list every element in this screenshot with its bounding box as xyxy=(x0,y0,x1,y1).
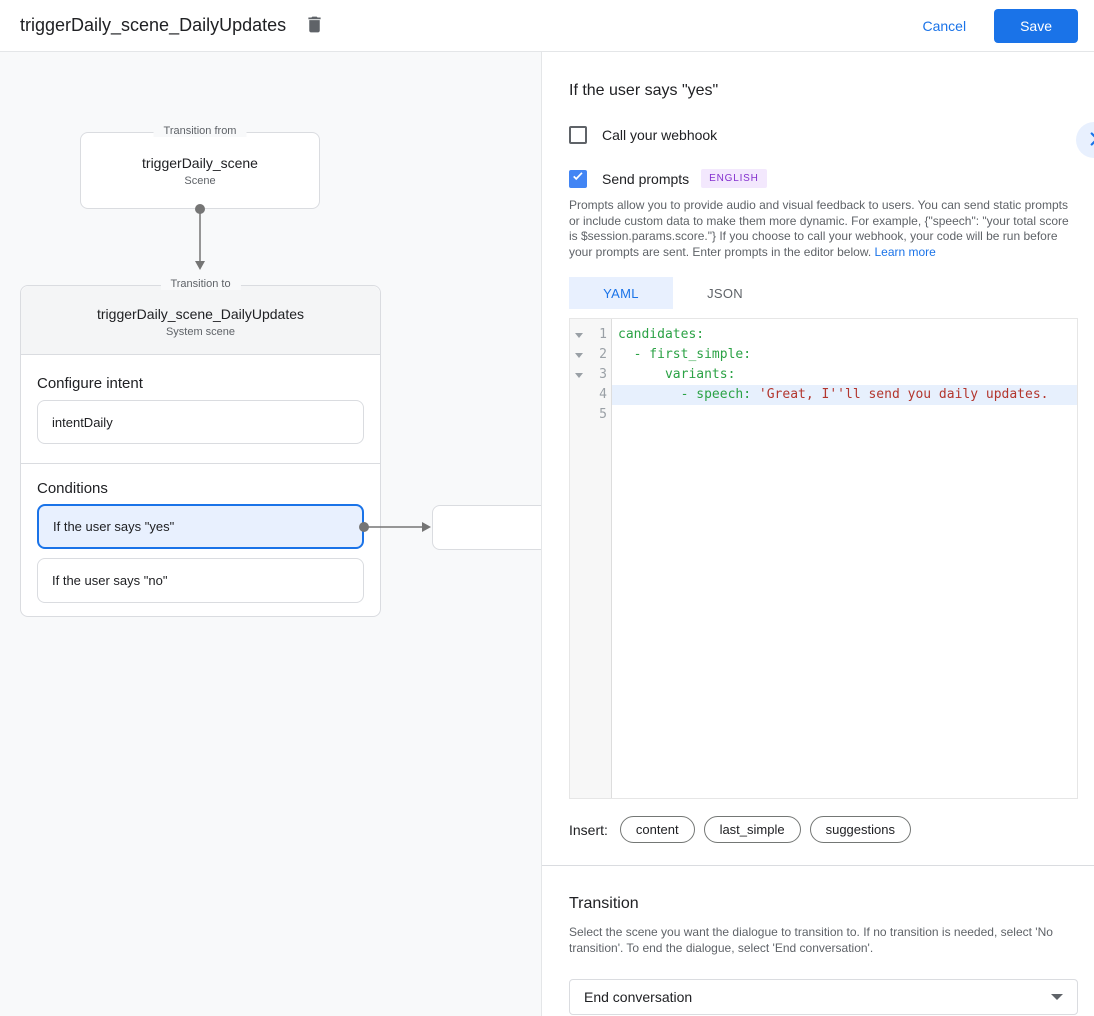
fold-arrow-icon[interactable] xyxy=(570,325,586,345)
conditions-section: Conditions If the user says "yes" If the… xyxy=(21,480,380,603)
checkmark-icon xyxy=(571,169,585,188)
transition-select-value: End conversation xyxy=(584,989,693,1005)
editor-line[interactable]: 3 variants: xyxy=(570,365,1077,385)
topbar-actions: Cancel Save xyxy=(922,8,1078,43)
fold-gutter xyxy=(570,405,586,425)
prompts-description-text: Prompts allow you to provide audio and v… xyxy=(569,198,1069,259)
condition-item-yes[interactable]: If the user says "yes" xyxy=(37,504,364,549)
conditions-label: Conditions xyxy=(37,480,108,497)
webhook-label: Call your webhook xyxy=(602,127,718,143)
webhook-checkbox[interactable] xyxy=(569,126,587,144)
fold-gutter xyxy=(570,385,586,405)
editor-line[interactable]: 4 - speech: 'Great, I''ll send you daily… xyxy=(570,385,1077,405)
code-line-content xyxy=(612,405,1077,425)
insert-content-button[interactable]: content xyxy=(619,816,695,843)
webhook-row: Call your webhook xyxy=(569,126,1078,144)
editor-gutter xyxy=(570,319,612,798)
to-scene-name: triggerDaily_scene_DailyUpdates xyxy=(97,306,304,322)
fold-arrow-icon[interactable] xyxy=(570,365,586,385)
from-scene-name: triggerDaily_scene xyxy=(142,155,258,171)
send-prompts-row: Send prompts ENGLISH xyxy=(569,169,1078,188)
transition-to-node: Transition to triggerDaily_scene_DailyUp… xyxy=(20,278,381,617)
configure-intent-label: Configure intent xyxy=(37,375,143,392)
line-number: 4 xyxy=(599,387,607,402)
condition-target-node[interactable] xyxy=(432,505,541,550)
intent-input[interactable]: intentDaily xyxy=(37,400,364,444)
condition-detail-panel: If the user says "yes" Call your webhook… xyxy=(541,52,1094,1016)
chevron-right-icon xyxy=(1083,128,1094,153)
insert-label: Insert: xyxy=(569,821,608,838)
insert-suggestions-button[interactable]: suggestions xyxy=(809,816,911,843)
prompts-description: Prompts allow you to provide audio and v… xyxy=(569,198,1078,260)
to-scene-type: System scene xyxy=(165,326,236,338)
cancel-button[interactable]: Cancel xyxy=(922,17,967,34)
line-number: 5 xyxy=(599,407,607,422)
from-scene-type: Scene xyxy=(184,175,216,187)
condition-item-no[interactable]: If the user says "no" xyxy=(37,558,364,603)
send-prompts-checkbox[interactable] xyxy=(569,169,587,188)
dropdown-caret-icon xyxy=(1051,994,1063,1000)
editor-format-tabs: YAML JSON xyxy=(569,277,1078,309)
trash-icon xyxy=(304,14,325,38)
flow-canvas: Transition from triggerDaily_scene Scene… xyxy=(0,52,541,1016)
delete-scene-button[interactable] xyxy=(304,14,325,38)
section-divider xyxy=(542,865,1094,866)
editor-line[interactable]: 2 - first_simple: xyxy=(570,345,1077,365)
learn-more-link[interactable]: Learn more xyxy=(874,244,936,259)
panel-heading: If the user says "yes" xyxy=(569,82,719,99)
transition-description: Select the scene you want the dialogue t… xyxy=(569,925,1053,955)
flow-arrow-right xyxy=(359,522,431,532)
fold-arrow-icon[interactable] xyxy=(570,345,586,365)
insert-last-simple-button[interactable]: last_simple xyxy=(703,816,801,843)
transition-heading: Transition xyxy=(569,895,639,912)
transition-to-label: Transition to xyxy=(160,278,241,290)
line-number: 3 xyxy=(599,367,607,382)
top-bar: triggerDaily_scene_DailyUpdates Cancel S… xyxy=(0,0,1094,52)
code-line-content: variants: xyxy=(664,367,736,382)
card-divider xyxy=(21,463,380,464)
language-badge: ENGLISH xyxy=(701,169,767,188)
line-number: 2 xyxy=(599,347,607,362)
tab-yaml[interactable]: YAML xyxy=(569,277,673,309)
transition-from-node[interactable]: Transition from triggerDaily_scene Scene xyxy=(80,125,320,209)
transition-select[interactable]: End conversation xyxy=(569,979,1078,1015)
page-title: triggerDaily_scene_DailyUpdates xyxy=(20,15,287,35)
send-prompts-label: Send prompts xyxy=(602,170,690,187)
insert-row: Insert: content last_simple suggestions xyxy=(569,816,1078,843)
collapse-panel-button[interactable] xyxy=(1076,122,1094,158)
tab-json[interactable]: JSON xyxy=(707,285,743,301)
code-line-content: - speech: 'Great, I''ll send you daily u… xyxy=(612,385,1077,405)
transition-from-label: Transition from xyxy=(153,125,247,137)
flow-arrow-down xyxy=(195,204,205,270)
editor-line[interactable]: 5 xyxy=(570,405,1077,425)
code-line-content: candidates: xyxy=(618,327,705,342)
code-line-content: - first_simple: xyxy=(633,347,752,362)
editor-line[interactable]: 1 candidates: xyxy=(570,325,1077,345)
save-button[interactable]: Save xyxy=(994,8,1078,43)
configure-intent-section: Configure intent intentDaily xyxy=(21,375,380,444)
line-number: 1 xyxy=(599,327,607,342)
scene-card-header: triggerDaily_scene_DailyUpdates System s… xyxy=(21,286,380,355)
